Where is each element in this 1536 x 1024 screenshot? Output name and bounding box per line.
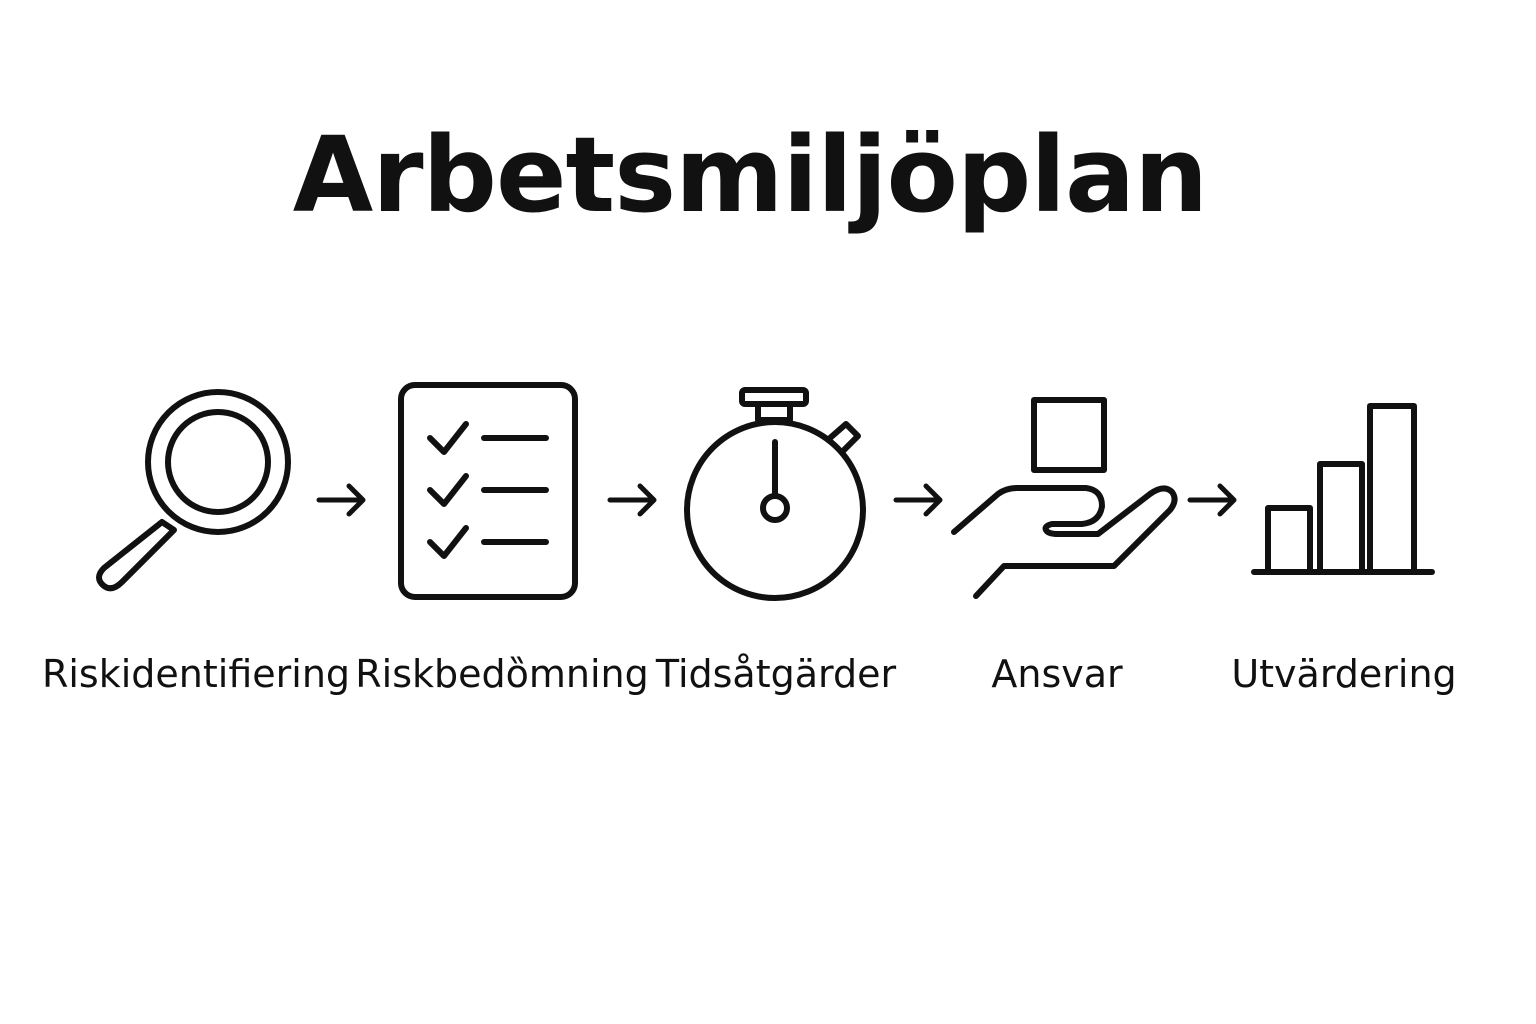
right-arrow-icon bbox=[892, 480, 948, 520]
hand-holding-box-icon bbox=[948, 396, 1180, 602]
bar-chart-icon bbox=[1250, 400, 1440, 580]
checklist-icon bbox=[398, 382, 580, 602]
page-title: Arbetsmiljöplan bbox=[292, 114, 1208, 236]
magnifying-glass-icon bbox=[90, 384, 300, 594]
right-arrow-icon bbox=[606, 480, 662, 520]
step-label-riskbedomning: Riskbedȍmning bbox=[355, 652, 649, 696]
step-label-utvardering: Utvärdering bbox=[1231, 652, 1457, 696]
step-label-riskidentifiering: Riskidentifiering bbox=[41, 652, 351, 696]
right-arrow-icon bbox=[1186, 480, 1242, 520]
step-label-ansvar: Ansvar bbox=[991, 652, 1123, 696]
step-label-tidsatgarder: Tidsåtgärder bbox=[655, 652, 897, 696]
right-arrow-icon bbox=[315, 480, 371, 520]
stopwatch-icon bbox=[682, 386, 872, 606]
